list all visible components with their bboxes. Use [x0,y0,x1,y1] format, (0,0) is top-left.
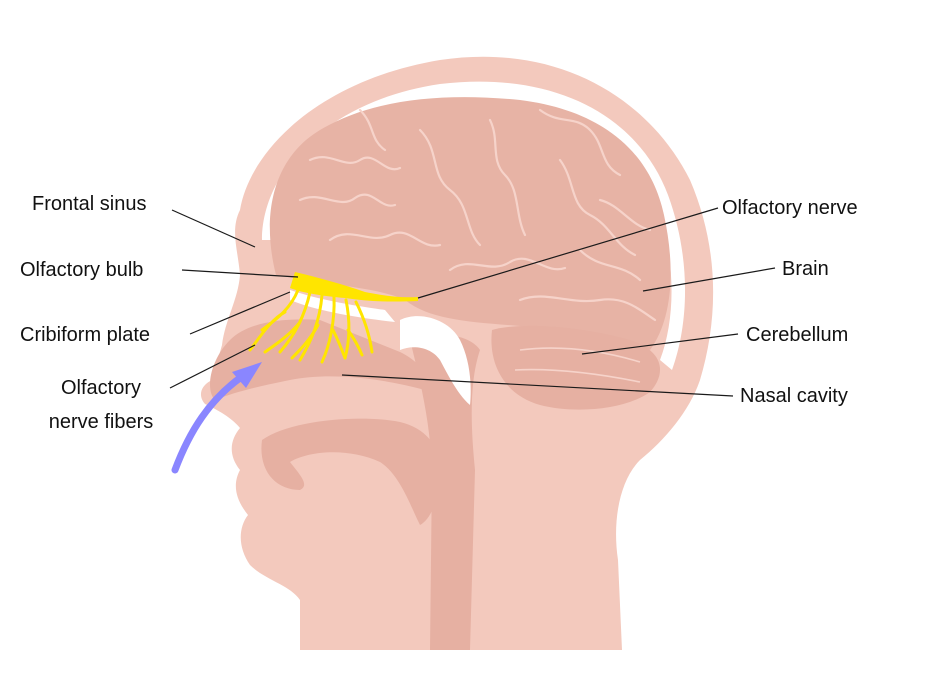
leader-brain [642,267,776,292]
label-olfactory-nerve: Olfactory nerve [722,197,858,219]
cerebellum-folia [514,347,641,383]
label-frontal-sinus: Frontal sinus [32,193,147,215]
tongue [261,418,440,525]
leader-cribiform-plate [189,291,291,335]
cerebellum-shape [491,325,661,410]
airflow-arrow-icon [171,362,262,474]
label-nasal-cavity: Nasal cavity [740,385,848,407]
leader-frontal-sinus [171,209,256,248]
pharynx-cavity [400,316,471,405]
leader-olfactory-nerve [417,207,719,299]
label-olfactory-nerve-fibers-line1: Olfactory [60,377,142,399]
brainstem [410,334,480,650]
label-cribiform-plate: Cribiform plate [20,324,151,346]
leader-olfactory-nerve-fibers [169,344,256,389]
olfactory-nerve-fibers [248,288,374,364]
leader-cerebellum [581,333,739,355]
nasal-tissue [210,319,427,400]
label-olfactory-bulb: Olfactory bulb [20,259,144,281]
cerebrum [269,97,671,351]
leader-nasal-cavity [341,374,734,397]
cribriform-plate-shelf [290,290,395,322]
brain-gyri [298,108,657,322]
leader-olfactory-bulb [181,269,299,278]
label-cerebellum: Cerebellum [746,324,849,346]
label-brain: Brain [782,258,829,280]
label-olfactory-nerve-fibers-line2: nerve fibers [48,411,154,433]
